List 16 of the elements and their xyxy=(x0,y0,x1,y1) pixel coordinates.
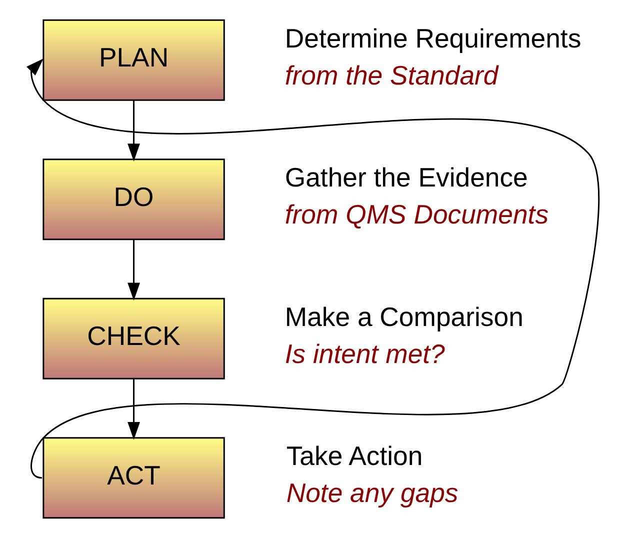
node-label: Is intent met? xyxy=(284,338,444,369)
node-label: Gather the Evidence xyxy=(284,162,528,193)
node-box: CHECK xyxy=(42,298,224,380)
node-box: ACT xyxy=(42,437,224,519)
node-label: from the Standard xyxy=(284,60,498,90)
arrow xyxy=(127,378,140,440)
node-box: PLAN xyxy=(42,19,224,101)
node-box: DO xyxy=(42,158,224,240)
arrow xyxy=(26,58,599,478)
node-label: Make a Comparison xyxy=(284,302,523,332)
arrow xyxy=(127,240,140,301)
node-label: Determine Requirements xyxy=(284,23,581,54)
node-label: from QMS Documents xyxy=(284,200,548,230)
arrow xyxy=(127,100,140,162)
node-label: Take Action xyxy=(286,441,422,472)
node-label: Note any gaps xyxy=(286,478,458,508)
